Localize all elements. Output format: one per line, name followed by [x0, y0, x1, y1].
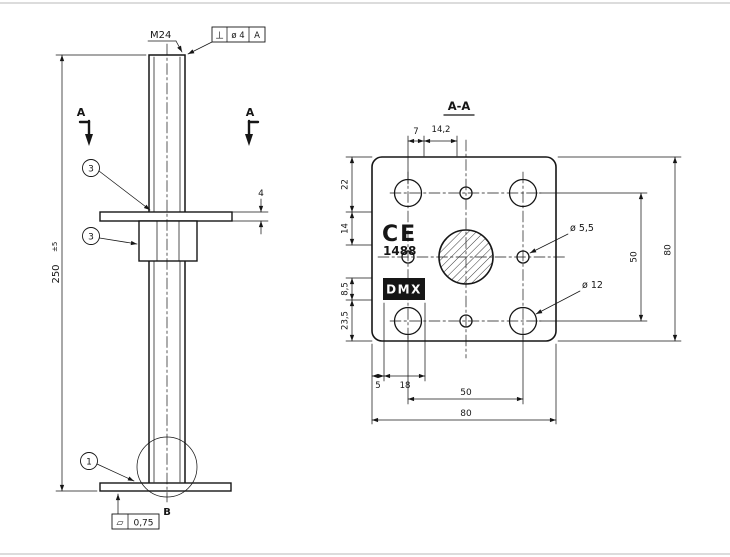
dim-plate-thickness-value: 4: [258, 189, 264, 199]
dim-right-holes: 50: [630, 251, 640, 263]
dim-bottom-2: 18: [400, 381, 411, 391]
dim-right: 50 80: [538, 156, 682, 342]
hole-labels: ø 5,5 ø 12: [529, 223, 603, 315]
balloon-base-number: 1: [86, 458, 92, 468]
dim-left-4: 23,5: [341, 311, 351, 330]
centerlines: [377, 139, 567, 359]
section-arrow-left-head: [85, 134, 93, 146]
dim-plate-thickness: 4: [231, 189, 269, 235]
ce-number: 1488: [383, 244, 416, 258]
base-plate: [99, 482, 232, 492]
dim-bottom: 5 18 50 80: [371, 302, 557, 425]
dim-top-chain: 7 14,2: [407, 125, 458, 185]
flatness-symbol: ▱: [117, 519, 124, 529]
dim-bottom-overall: 80: [460, 409, 472, 419]
dim-overall-height-tolerance: ±5: [51, 242, 59, 252]
manufacturer-logo: DMX: [383, 278, 425, 300]
dim-overall-height: 250 ±5: [51, 54, 147, 492]
logo-box: [383, 278, 425, 300]
section-cut-markers: A A: [77, 106, 260, 146]
dim-top-2: 14,2: [432, 125, 451, 135]
flatness-frame-box: [111, 513, 160, 530]
screenshot-bottom-border: [0, 553, 730, 555]
dim-bottom-holes: 50: [460, 388, 472, 398]
ce-marking: CE 1488: [382, 222, 417, 258]
label-large-hole: ø 12: [582, 280, 603, 291]
section-label-right: A: [246, 106, 255, 119]
detail-label: B: [163, 507, 171, 518]
balloon-washer-number: 3: [88, 165, 94, 175]
screenshot-top-border: [0, 2, 730, 4]
dim-right-overall: 80: [664, 244, 674, 256]
perpendicularity-symbol: ⊥: [215, 31, 224, 42]
thread-label: M24: [150, 30, 171, 41]
tolerance-frame-box: [211, 26, 266, 43]
dim-left-chain: 22 14 8,5 23,5: [341, 156, 373, 342]
perpendicularity-frame: ⊥ ø 4 A: [187, 26, 266, 55]
dim-bottom-1: 5: [375, 381, 380, 391]
section-title: A-A: [448, 99, 471, 113]
hex-nut: [138, 220, 198, 262]
dim-left-2: 14: [341, 223, 351, 234]
thread-callout: M24: [147, 30, 183, 53]
detail-circle: [136, 436, 198, 498]
dim-top-1: 7: [413, 127, 418, 137]
washer-plate: [99, 211, 233, 222]
balloon-nut-number: 3: [88, 233, 94, 243]
section-label-left: A: [77, 106, 86, 119]
balloon-base: 1: [80, 452, 135, 482]
front-view: 250 ±5 M24 ⊥ ø 4 A: [51, 26, 269, 530]
balloon-nut: 3: [82, 227, 138, 246]
dim-left-1: 22: [341, 179, 351, 190]
perpendicularity-datum: A: [254, 31, 260, 41]
logo-text: DMX: [386, 283, 422, 297]
rod-cross-section: [438, 229, 494, 285]
section-view: A-A: [341, 99, 682, 425]
ce-mark: CE: [382, 222, 417, 247]
perpendicularity-tolerance: ø 4: [231, 31, 244, 41]
label-small-hole: ø 5,5: [570, 223, 594, 234]
section-arrow-right-head: [245, 134, 253, 146]
dim-overall-height-value: 250: [51, 264, 62, 283]
flatness-frame: ▱ 0,75: [111, 493, 160, 530]
balloon-washer: 3: [82, 159, 151, 211]
flatness-tolerance: 0,75: [133, 519, 153, 529]
dim-left-3: 8,5: [341, 282, 351, 296]
